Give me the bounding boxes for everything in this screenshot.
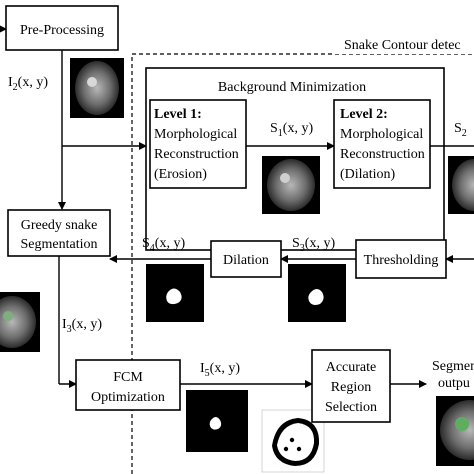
mri-thumbnail-greedy bbox=[0, 292, 40, 352]
mri-thumbnail-input bbox=[70, 58, 124, 118]
mri-thumbnail-output bbox=[436, 396, 474, 466]
i3-label: I3(x, y) bbox=[62, 317, 102, 335]
fcm-box bbox=[75, 359, 181, 411]
i2-label: I2(x, y) bbox=[8, 75, 48, 93]
level2-line4: (Dilation) bbox=[340, 167, 396, 182]
i5-label: I5(x, y) bbox=[200, 361, 240, 379]
accurate-region-box bbox=[311, 349, 391, 423]
binary-mask-i5 bbox=[186, 390, 248, 452]
level2-line2: Morphological bbox=[340, 127, 423, 142]
level2-box bbox=[333, 99, 431, 189]
level1-title: Level 1: bbox=[154, 107, 202, 122]
segmentation-output-line2: outpu bbox=[438, 376, 470, 391]
s2-label: S2 bbox=[454, 121, 467, 139]
greedy-snake-box bbox=[7, 209, 111, 257]
thresholding-box bbox=[355, 239, 447, 279]
level1-box bbox=[149, 99, 247, 189]
fcm-line2: Optimization bbox=[91, 390, 165, 405]
thresholding-label: Thresholding bbox=[364, 253, 439, 268]
mri-thumbnail-s1 bbox=[262, 156, 320, 214]
s1-label: S1(x, y) bbox=[270, 121, 313, 139]
greedy-snake-line1: Greedy snake bbox=[21, 218, 98, 233]
level1-line4: (Erosion) bbox=[154, 167, 207, 182]
accurate-region-line3: Selection bbox=[325, 400, 377, 415]
dilation-box bbox=[210, 240, 282, 278]
greedy-snake-line2: Segmentation bbox=[21, 237, 98, 252]
s4-label: S4(x, y) bbox=[142, 236, 185, 254]
level2-title: Level 2: bbox=[340, 107, 388, 122]
dilation-label: Dilation bbox=[223, 253, 269, 268]
background-minimization-title: Background Minimization bbox=[218, 80, 366, 95]
snake-region-label-bg bbox=[335, 36, 474, 54]
fcm-line1: FCM bbox=[113, 370, 143, 385]
level1-line2: Morphological bbox=[154, 127, 237, 142]
level2-line3: Reconstruction bbox=[340, 147, 425, 162]
level1-line3: Reconstruction bbox=[154, 147, 239, 162]
preprocessing-label: Pre-Processing bbox=[20, 23, 104, 38]
accurate-region-line1: Accurate bbox=[326, 360, 377, 375]
binary-mask-s3 bbox=[288, 264, 346, 322]
snake-region-label: Snake Contour detec bbox=[344, 38, 461, 53]
s3-label: S3(x, y) bbox=[292, 236, 335, 254]
segmentation-output-line1: Segmen bbox=[432, 359, 474, 374]
accurate-region-line2: Region bbox=[331, 380, 371, 395]
binary-mask-s4 bbox=[146, 264, 204, 322]
mri-thumbnail-s2 bbox=[448, 156, 474, 214]
